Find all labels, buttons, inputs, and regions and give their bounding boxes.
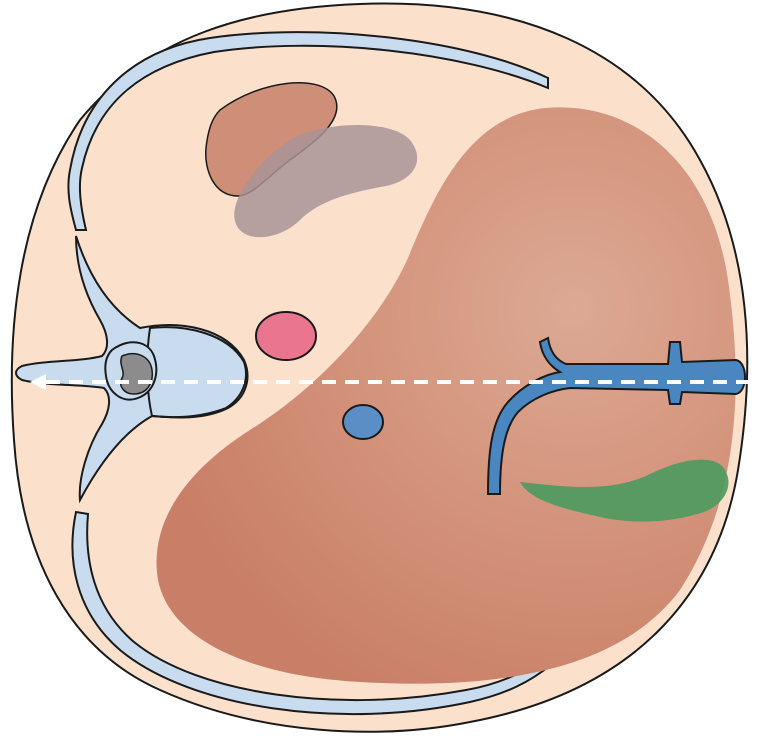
spinal-cord (121, 354, 153, 394)
inferior-vena-cava (343, 405, 383, 439)
aorta (256, 312, 316, 360)
